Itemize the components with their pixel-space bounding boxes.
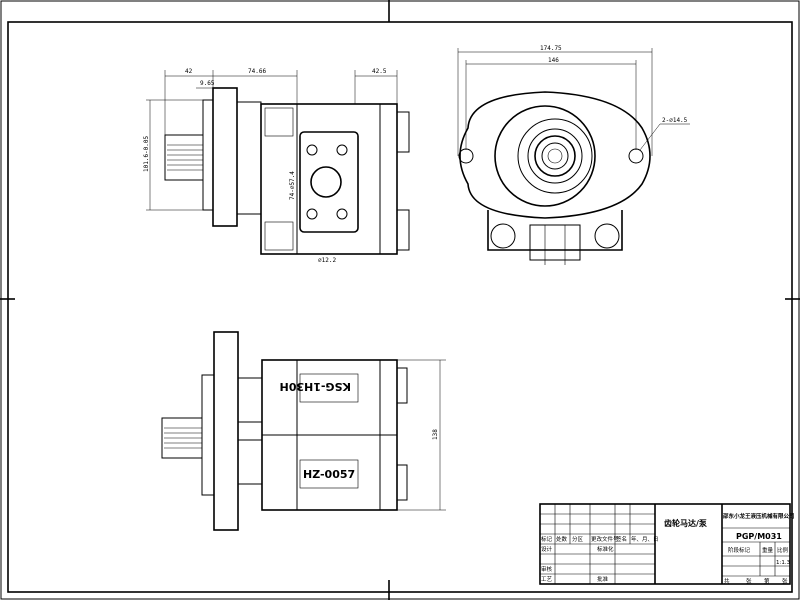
port-bolt (336, 144, 348, 156)
top-view: KSG-1H30H HZ-0057 138 (161, 331, 446, 531)
tb-total: 共 (724, 577, 730, 585)
rear-boss-top (396, 111, 410, 153)
dim-74-66: 74.66 (248, 68, 266, 75)
tb-weight: 重量 (762, 546, 774, 554)
port-plate (299, 131, 359, 233)
dim-port: 74-⌀57.4 (289, 171, 296, 200)
tb-count: 处数 (556, 535, 568, 543)
tb-company: 邵东小龙王液压机械有限公司 (722, 512, 795, 520)
inner-border (7, 21, 793, 593)
tb-change-no: 更改文件号 (591, 535, 619, 543)
tb-approve: 批准 (597, 575, 609, 583)
tb-sign: 签名 (616, 535, 627, 543)
dim-9-65: 9.65 (200, 80, 215, 87)
dim-146: 146 (548, 57, 559, 64)
pilot (202, 99, 214, 211)
port-bolt (306, 144, 318, 156)
tb-sheets-word: 张 (746, 577, 752, 585)
tb-mark: 标记 (541, 535, 553, 543)
flange (212, 87, 238, 227)
dim-42-top: 42 (185, 68, 193, 75)
tb-process: 工艺 (541, 576, 553, 583)
shaft (164, 134, 204, 181)
dim-101-6: 101.6-0.05 (143, 135, 150, 172)
front-view: 174.75 146 2-⌀14.5 (457, 45, 690, 265)
pilot-circle (494, 105, 596, 207)
body-lower (487, 210, 623, 251)
title-block: 标记 处数 分区 更改文件号 签名 年、月、日 设计 标准化 审核 工艺 批准 … (539, 503, 795, 585)
dim-138: 138 (432, 429, 439, 440)
tb-zone: 分区 (572, 535, 584, 543)
spline-circle (541, 142, 569, 170)
tb-date: 年、月、日 (631, 535, 659, 543)
tb-stage-mark: 阶段标记 (728, 546, 751, 554)
mount-hole-right (628, 148, 644, 164)
rear-boss-bottom (396, 209, 410, 251)
tb-ratio: 比例 (777, 546, 789, 554)
rear-label: ⌀12.2 (318, 257, 336, 264)
body-label-top: KSG-1H30H (280, 380, 351, 393)
port-bolt (336, 208, 348, 220)
tb-check: 审核 (541, 565, 553, 573)
front-cover (236, 101, 262, 215)
dim-174-75: 174.75 (540, 45, 562, 52)
flange-lower (213, 331, 239, 531)
tb-part-name: 齿轮马达/泵 (664, 518, 707, 528)
dim-42-5: 42.5 (372, 68, 387, 75)
tb-scale: 1:1.3 (776, 560, 791, 566)
tb-standardize: 标准化 (597, 545, 614, 553)
side-view: 74-⌀57.4 ⌀12.2 42 9.65 74.66 42.5 101.6-… (143, 68, 410, 264)
body-label-bottom: HZ-0057 (303, 468, 355, 481)
pump-body (260, 103, 398, 255)
tb-drawing-no: PGP/M031 (736, 532, 782, 541)
flange-outline (459, 91, 651, 219)
tb-sheet-word: 张 (782, 577, 788, 585)
port-bolt (306, 208, 318, 220)
port-hole (310, 166, 342, 198)
tb-design: 设计 (541, 545, 553, 553)
mount-hole-left (458, 148, 474, 164)
port-lower (529, 224, 581, 261)
tb-sheet-no: 第 (764, 577, 770, 585)
dim-holes: 2-⌀14.5 (662, 117, 688, 124)
